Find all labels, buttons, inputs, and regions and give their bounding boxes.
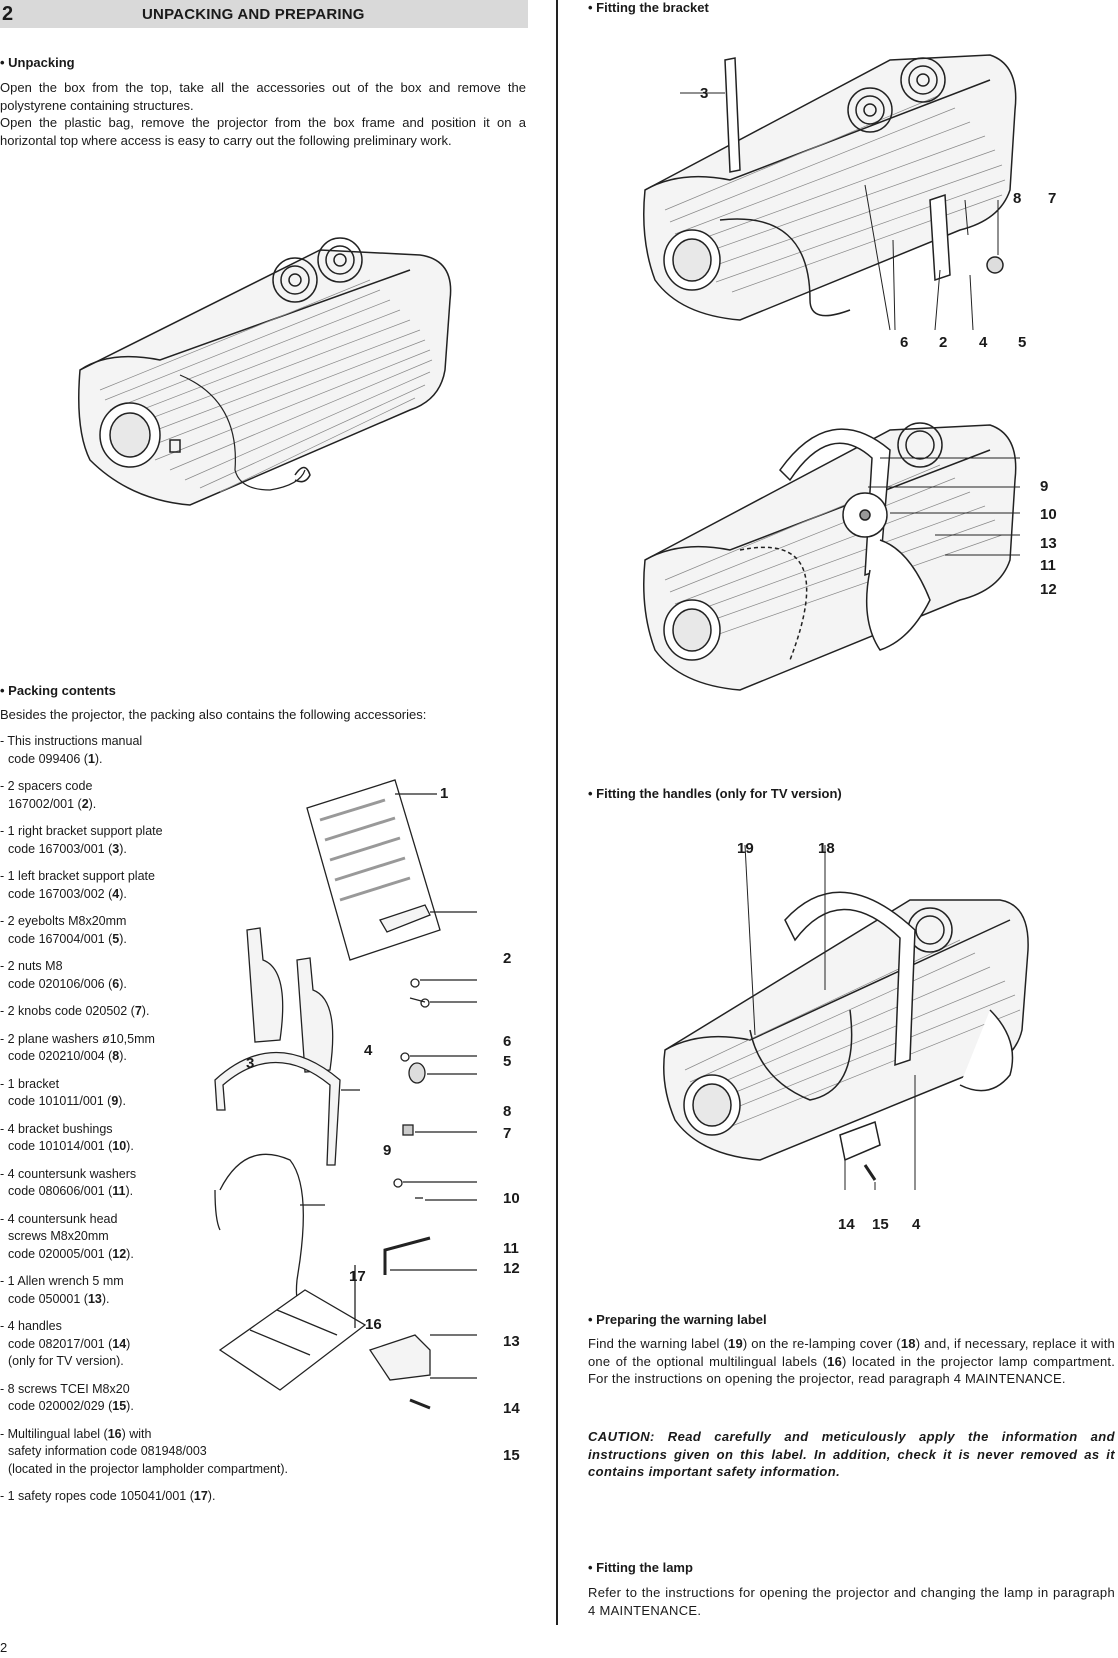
callout-3-top: 3 xyxy=(700,85,709,102)
callout-6: 6 xyxy=(503,1033,512,1050)
callout-2-top: 2 xyxy=(939,334,948,351)
list-item: - 1 left bracket support plate code 1670… xyxy=(0,869,155,901)
callout-11-mid: 11 xyxy=(1040,557,1056,574)
bracket-illustration-top xyxy=(643,54,1017,331)
callout-5-top: 5 xyxy=(1018,334,1027,351)
callout-5: 5 xyxy=(503,1053,512,1070)
list-item: - This instructions manual code 099406 (… xyxy=(0,734,143,766)
callout-7: 7 xyxy=(503,1125,512,1142)
callout-9-mid: 9 xyxy=(1040,478,1049,495)
list-item: - 2 plane washers ø10,5mm code 020210/00… xyxy=(0,1031,155,1064)
callout-18: 18 xyxy=(818,840,835,857)
list-item: - 1 right bracket support plate code 167… xyxy=(0,824,163,856)
list-item: - 1 bracket code 101011/001 (9). xyxy=(0,1076,126,1109)
callout-4-top: 4 xyxy=(979,334,988,351)
list-item: - 2 eyebolts M8x20mm code 167004/001 (5)… xyxy=(0,914,127,946)
section-header: 2 UNPACKING AND PREPARING xyxy=(0,0,528,28)
accessories-illustration xyxy=(214,779,477,1410)
list-item: - 2 spacers code 167002/001 (2). xyxy=(0,779,97,811)
lamp-text: Refer to the instructions for opening th… xyxy=(588,1585,1115,1618)
callout-8: 8 xyxy=(503,1103,512,1120)
list-item: - 1 safety ropes code 105041/001 (17). xyxy=(0,1489,216,1503)
list-item: - 4 handles code 082017/001 (14) (only f… xyxy=(0,1319,131,1368)
packing-heading: • Packing contents xyxy=(0,683,116,698)
callout-12-mid: 12 xyxy=(1040,581,1057,598)
warning-paragraph: Find the warning label (19) on the re-la… xyxy=(588,1336,1116,1386)
unpacking-heading: • Unpacking xyxy=(0,55,75,70)
callout-11: 11 xyxy=(503,1240,519,1257)
callout-14: 14 xyxy=(503,1400,520,1417)
unpacking-text-1: Open the box from the top, take all the … xyxy=(0,80,526,113)
callout-15: 15 xyxy=(503,1447,520,1464)
unpacking-text-2: Open the plastic bag, remove the project… xyxy=(0,115,526,148)
list-item: - 4 countersunk head screws M8x20mm code… xyxy=(0,1211,134,1261)
callout-17: 17 xyxy=(349,1268,366,1285)
callout-2: 2 xyxy=(503,950,512,967)
section-number: 2 xyxy=(2,2,14,25)
projector-illustration xyxy=(78,237,452,506)
list-item: - 2 nuts M8 code 020106/006 (6). xyxy=(0,959,127,991)
list-item: - 4 countersunk washers code 080606/001 … xyxy=(0,1166,137,1199)
column-divider xyxy=(556,0,558,1625)
callout-4-handles: 4 xyxy=(912,1216,921,1233)
section-title: UNPACKING AND PREPARING xyxy=(142,5,365,23)
callout-9: 9 xyxy=(383,1142,392,1159)
callout-10: 10 xyxy=(503,1190,520,1207)
caution-text: CAUTION: Read carefully and meticulously… xyxy=(588,1429,1115,1479)
callout-4: 4 xyxy=(364,1042,373,1059)
handles-illustration xyxy=(663,844,1029,1190)
callout-15-handles: 15 xyxy=(872,1216,889,1233)
packing-intro: Besides the projector, the packing also … xyxy=(0,707,427,722)
callout-3: 3 xyxy=(246,1055,255,1072)
callout-13: 13 xyxy=(503,1333,520,1350)
lamp-heading: • Fitting the lamp xyxy=(588,1560,693,1575)
list-item: - 1 Allen wrench 5 mm code 050001 (13). xyxy=(0,1274,124,1306)
list-item: - 4 bracket bushings code 101014/001 (10… xyxy=(0,1121,134,1154)
list-item: - 8 screws TCEI M8x20 code 020002/029 (1… xyxy=(0,1381,134,1414)
callout-19: 19 xyxy=(737,840,754,857)
warning-heading: • Preparing the warning label xyxy=(588,1312,767,1327)
callout-13-mid: 13 xyxy=(1040,535,1057,552)
callout-1: 1 xyxy=(440,785,449,802)
bracket-illustration-mid xyxy=(643,422,1020,691)
callout-7-top: 7 xyxy=(1048,190,1057,207)
handles-heading: • Fitting the handles (only for TV versi… xyxy=(588,786,842,801)
callout-8-top: 8 xyxy=(1013,190,1022,207)
callout-12: 12 xyxy=(503,1260,520,1277)
callout-14-handles: 14 xyxy=(838,1216,855,1233)
accessory-list: - This instructions manual code 099406 (… xyxy=(0,733,330,1506)
callout-16: 16 xyxy=(365,1316,382,1333)
list-item: - 2 knobs code 020502 (7). xyxy=(0,1004,150,1018)
unpacking-paragraph: Open the box from the top, take all the … xyxy=(0,79,526,149)
callout-6-top: 6 xyxy=(900,334,909,351)
bracket-heading: • Fitting the bracket xyxy=(588,0,709,15)
page-number: 2 xyxy=(0,1640,8,1655)
list-item: - Multilingual label (16) with safety in… xyxy=(0,1426,288,1476)
callout-10-mid: 10 xyxy=(1040,506,1057,523)
